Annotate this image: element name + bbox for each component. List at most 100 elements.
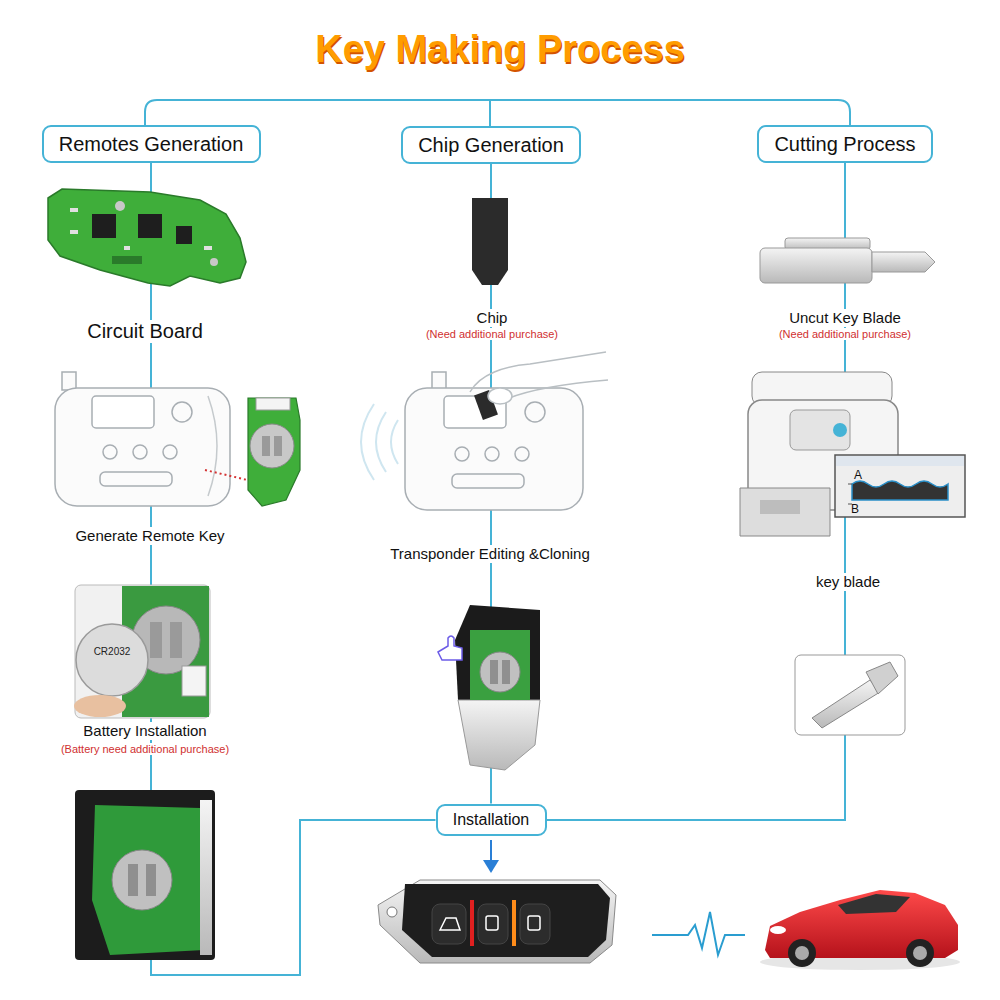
circuit-board-image-part (210, 258, 218, 266)
opened-key-photo-part (92, 805, 204, 955)
open-key-fob-image-part (502, 660, 510, 684)
finished-key-fob-image-part (432, 904, 466, 944)
circuit-board-image (48, 189, 246, 286)
chip-programmer-drawing-part (500, 380, 608, 402)
installation-arrow-part (490, 840, 492, 862)
battery-photo-part (76, 624, 148, 696)
key-programmer-drawing-part (92, 396, 154, 428)
opened-key-photo-part (200, 800, 212, 955)
finished-key-fob-image-part (402, 884, 610, 957)
key-programmer-drawing-part (208, 396, 217, 496)
title-branch-lines-part (489, 100, 491, 128)
caption-label: A (851, 469, 865, 483)
remote-board-inset (248, 398, 300, 506)
red-car-image-part (795, 946, 809, 960)
uncut-key-blade-image (760, 238, 935, 283)
finished-key-fob-image-part (440, 918, 460, 930)
battery-photo-part (75, 585, 210, 718)
circuit-board-image-part (92, 214, 116, 238)
chip-programmer-drawing-part-part (391, 420, 398, 464)
finished-key-fob-image-part (387, 907, 397, 917)
remote-board-inset-part (274, 436, 282, 456)
process-box: Cutting Process (757, 125, 933, 163)
opened-key-photo-part (75, 790, 215, 960)
opened-key-photo-part (146, 864, 156, 896)
remote-board-inset-part (248, 398, 300, 506)
key-blade-photo-part (866, 662, 898, 694)
box-label: Installation (453, 810, 530, 831)
box-label-line: Installation (452, 810, 531, 831)
caption-label: Circuit Board (84, 320, 206, 343)
battery-photo-part (182, 666, 206, 696)
box-label: Cutting Process (774, 131, 915, 157)
key-programmer-drawing-part (133, 445, 147, 459)
open-key-fob-image (438, 605, 540, 770)
title-branch-lines (145, 100, 850, 128)
key-cutting-machine-drawing-part (790, 410, 850, 450)
key-blade-photo (795, 655, 905, 735)
uncut-key-blade-image-part (760, 248, 872, 283)
chip-programmer-drawing-part-part (515, 447, 529, 461)
caption-label: Battery Installation (80, 722, 209, 739)
diagram-title: Key Making Process (315, 27, 685, 73)
circuit-board-image-part (124, 246, 130, 250)
key-blade-photo-part (812, 680, 880, 728)
finished-key-fob-image-part (486, 916, 498, 930)
installation-arrow-part (483, 860, 499, 873)
process-box: Chip Generation (401, 126, 581, 164)
key-cutting-machine-drawing-part (833, 423, 847, 437)
caption-label: Transponder Editing &Cloning (387, 545, 593, 562)
chip-programmer-drawing-part (405, 372, 583, 510)
transponder-chip-image (472, 198, 508, 285)
chip-programmer-drawing-part-part (525, 402, 545, 422)
chip-programmer-drawing-part-part (376, 412, 386, 472)
red-car-image-part (913, 946, 927, 960)
circuit-board-image-part (204, 246, 212, 250)
red-car-image-part (788, 939, 816, 967)
process-box: Remotes Generation (42, 125, 261, 163)
red-car-image-part (770, 926, 786, 934)
finished-key-fob-image-part (378, 880, 616, 963)
circuit-board-image-part (48, 189, 246, 286)
caption-label: (Need additional purchase) (423, 328, 561, 341)
battery-photo-part (150, 622, 162, 658)
open-key-fob-image-part (470, 630, 530, 700)
remote-board-inset-part (256, 398, 290, 410)
transponder-chip-image-part (472, 198, 508, 285)
finished-key-fob-image (378, 880, 616, 963)
chip-programmer-drawing-part (361, 404, 398, 480)
installation-arrow (483, 840, 499, 873)
circuit-board-image-part (176, 226, 192, 244)
opened-key-photo-part (112, 850, 172, 910)
caption-label: Uncut Key Blade (786, 309, 904, 326)
key-cutting-machine-drawing-part (740, 488, 830, 536)
box-label-line: Remotes Generation (58, 131, 245, 157)
open-key-fob-image-part (458, 700, 540, 770)
open-key-fob-image-part (490, 660, 498, 684)
key-programmer-drawing-part (103, 445, 117, 459)
chip-programmer-drawing-part-part (361, 404, 374, 480)
circuit-board-image-part (70, 230, 78, 234)
key-cutting-display-inset-part (836, 456, 964, 466)
key-blade-photo-part (795, 655, 905, 735)
finished-key-fob-image-part (470, 900, 474, 946)
title-branch-lines-part (145, 100, 850, 126)
box-label-line: Cutting Process (773, 131, 917, 157)
circuit-board-image-part (112, 256, 142, 264)
open-key-fob-image-part (455, 605, 540, 700)
red-car-image-part (906, 939, 934, 967)
key-programmer-drawing-part (55, 388, 230, 506)
finished-key-fob-image-part (520, 904, 550, 944)
chip-programmer-drawing (361, 352, 608, 510)
caption-label: Chip (474, 309, 511, 326)
remote-board-inset-part (262, 436, 270, 456)
key-programmer-drawing-part (100, 472, 172, 486)
chip-programmer-drawing-part-part (485, 447, 499, 461)
chip-programmer-drawing-part-part (452, 474, 524, 488)
opened-key-photo (75, 790, 215, 960)
chip-programmer-drawing-part-part (405, 388, 583, 510)
battery-photo (74, 585, 210, 718)
caption-label: (Need additional purchase) (776, 328, 914, 341)
chip-programmer-drawing-part (488, 388, 512, 404)
